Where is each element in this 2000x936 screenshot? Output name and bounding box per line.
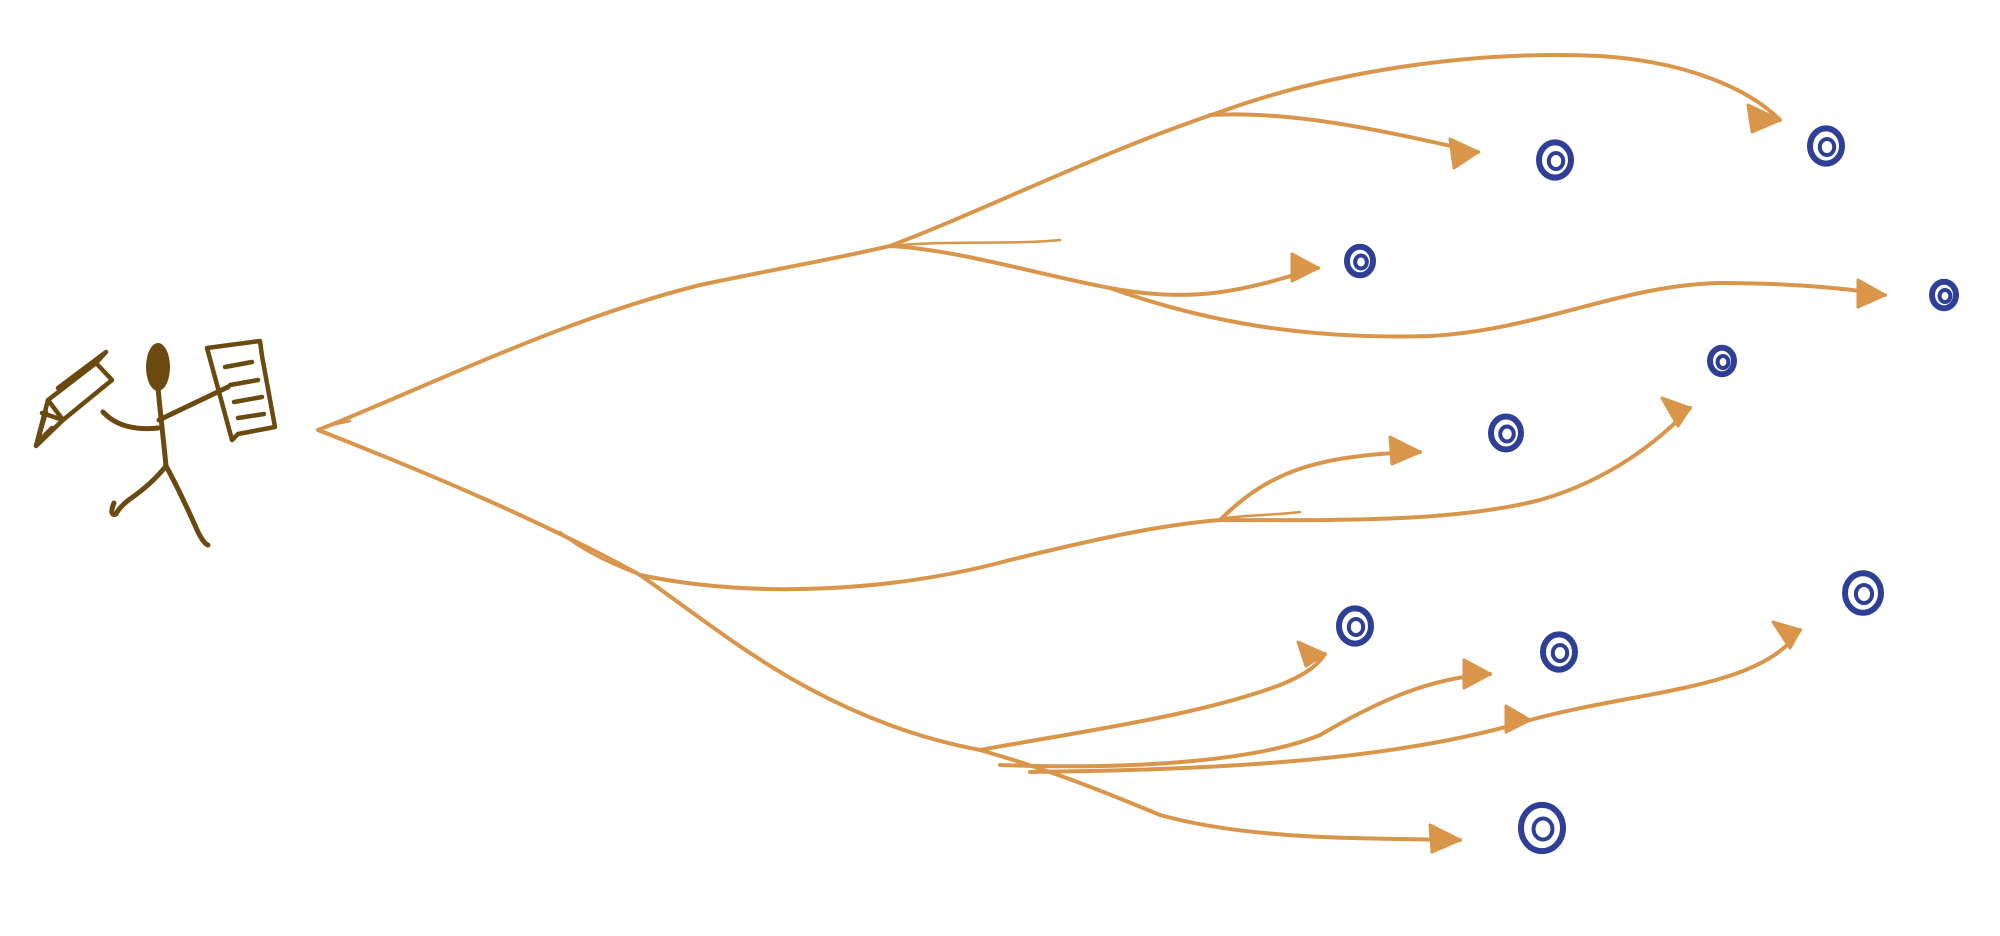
target-circle (1807, 125, 1845, 167)
figure-left-arm (100, 409, 161, 432)
target-circle (1842, 570, 1884, 616)
branch-path (888, 244, 1320, 297)
branch-path (1218, 53, 1782, 122)
arrowhead (1448, 137, 1480, 170)
arrowhead (1428, 823, 1462, 854)
target-circle (1540, 631, 1578, 673)
document-icon (204, 338, 278, 443)
arrowhead (1296, 640, 1327, 668)
target-circle (1336, 605, 1374, 647)
target-circle (1518, 801, 1566, 855)
branch-path (998, 672, 1492, 769)
figure-head (146, 343, 170, 391)
branch-path (888, 110, 1222, 248)
arrowhead (1660, 396, 1692, 428)
arrowhead (1462, 658, 1492, 690)
figure-right-leg (163, 463, 211, 548)
figure-right-arm (156, 384, 231, 423)
target-circle (1536, 139, 1574, 181)
arrowheads (1290, 103, 1887, 854)
arrowhead (1290, 252, 1320, 283)
branch-path (978, 748, 1462, 842)
branch-path (1218, 406, 1692, 523)
arrowhead (1388, 435, 1422, 466)
arrowhead (1746, 103, 1782, 134)
target-circle (1929, 278, 1959, 312)
branch-path (316, 428, 982, 752)
pencil-icon (33, 349, 115, 449)
branch-path (1218, 450, 1422, 522)
branch-path (558, 530, 642, 577)
branch-path (1223, 510, 1302, 520)
figure-body (155, 385, 169, 469)
branch-path (1028, 628, 1802, 774)
branch-path (1208, 112, 1480, 154)
targets (1336, 125, 1959, 855)
figure-left-leg (109, 463, 169, 517)
branch-path (888, 238, 1062, 248)
target-circle (1707, 344, 1737, 378)
branch-path (638, 518, 1222, 592)
branch-path (316, 244, 892, 432)
target-circle (1344, 243, 1376, 279)
arrowhead (1504, 704, 1532, 734)
branch-path (978, 652, 1327, 752)
target-circle (1488, 413, 1524, 453)
stick-figure-icon (33, 338, 278, 548)
branch-path (1108, 281, 1887, 339)
branch-paths (316, 53, 1887, 842)
arrowhead (1856, 278, 1887, 309)
arrowhead (1771, 620, 1802, 650)
branch-path (316, 419, 352, 432)
